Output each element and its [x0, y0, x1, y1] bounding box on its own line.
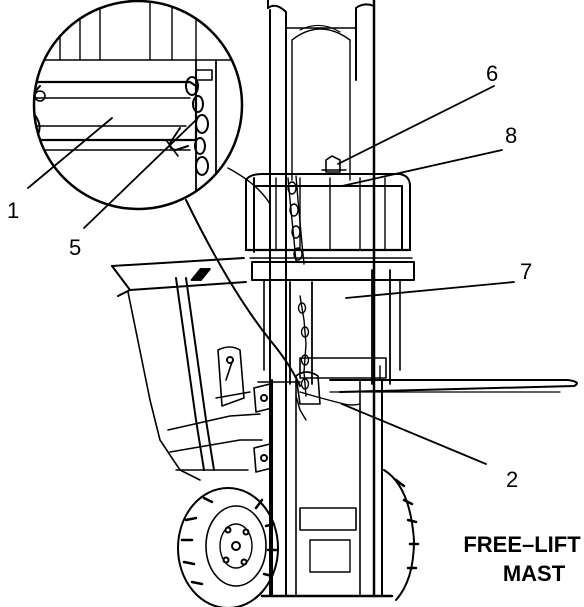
- magnifier-leader: [185, 199, 301, 387]
- caption-line-2: MAST: [503, 561, 566, 586]
- leader-2: [341, 403, 487, 465]
- leader-8: [341, 149, 503, 187]
- right-wheel: [383, 469, 420, 601]
- roof-decal: ∕∕∕∕: [191, 267, 210, 284]
- magnifier-circle: [32, 0, 244, 211]
- callout-leaders: [27, 85, 515, 465]
- callout-8: 8: [505, 123, 517, 148]
- load-backrest: [244, 173, 413, 259]
- callout-2: 2: [506, 467, 518, 492]
- leader-5: [83, 119, 197, 229]
- callout-1: 1: [7, 198, 19, 223]
- truck-body: ∕∕∕∕: [111, 257, 273, 481]
- magnifier-leader-2: [227, 167, 271, 205]
- mast-uprights: [260, 0, 394, 598]
- caption-line-1: FREE–LIFT: [463, 532, 581, 557]
- carriage-and-forks: [251, 261, 578, 393]
- callout-5: 5: [69, 235, 81, 260]
- detail-magnifier: [32, 0, 244, 211]
- front-wheel: [177, 487, 279, 607]
- leader-6: [337, 85, 495, 165]
- callout-6: 6: [486, 61, 498, 86]
- callout-7: 7: [520, 259, 532, 284]
- leader-1: [27, 117, 113, 189]
- leader-7: [345, 281, 515, 299]
- lift-chain: [287, 155, 347, 397]
- diagram-caption: FREE–LIFT MAST: [463, 532, 581, 586]
